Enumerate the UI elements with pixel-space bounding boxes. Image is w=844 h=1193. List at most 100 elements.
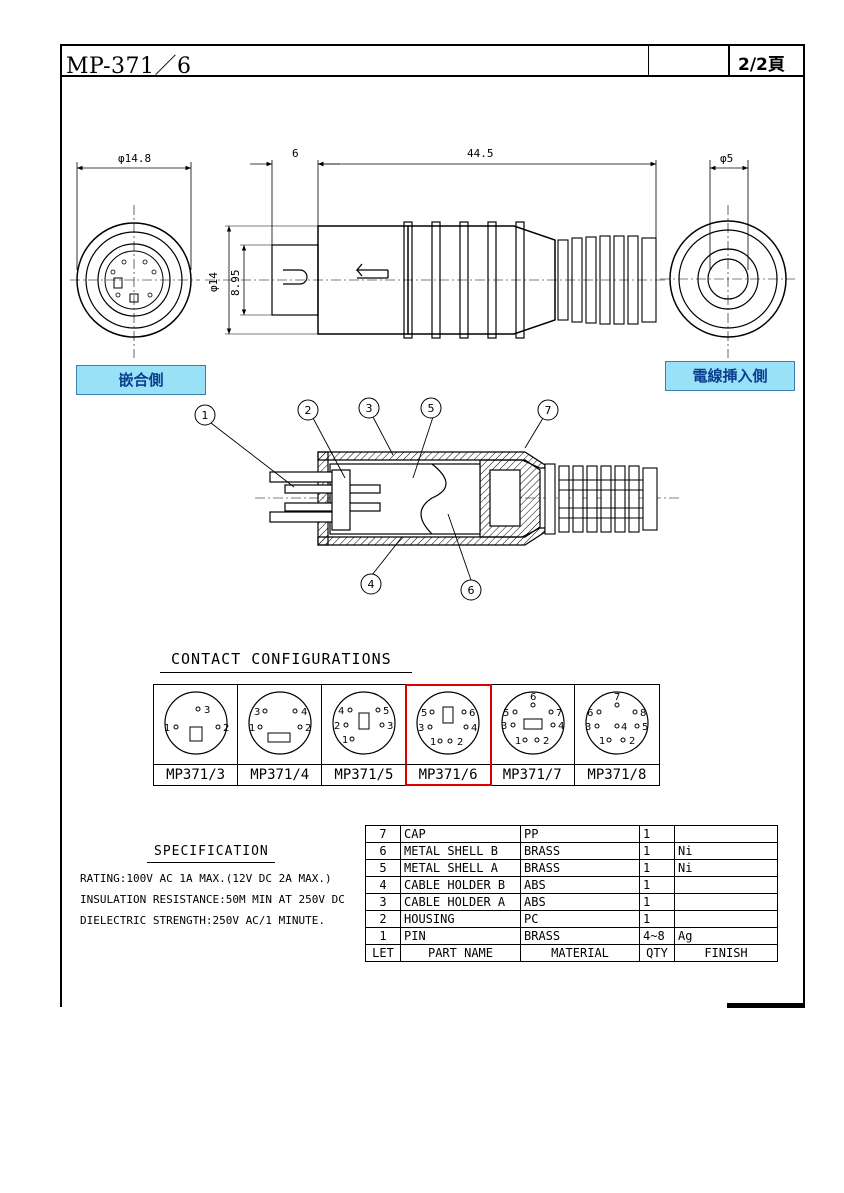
cell: 4 — [365, 876, 401, 894]
cell: ABS — [520, 876, 640, 894]
side-view — [205, 160, 665, 339]
cell: METAL SHELL A — [400, 859, 521, 877]
svg-text:1: 1 — [164, 723, 170, 734]
callout-1 — [194, 404, 216, 426]
svg-text:6: 6 — [530, 692, 536, 703]
specification-title: SPECIFICATION — [154, 844, 269, 859]
cell — [674, 876, 778, 894]
mating-end-view — [70, 162, 200, 358]
column-header: PART NAME — [400, 944, 521, 962]
svg-text:1: 1 — [515, 736, 521, 747]
dim-diameter-14: φ14 — [207, 272, 220, 292]
callout-4 — [360, 573, 382, 595]
cell: 1 — [639, 842, 675, 860]
config-cell-mp371-4: 3 4 1 2 MP371/4 — [238, 685, 323, 785]
svg-text:4: 4 — [558, 721, 564, 732]
frame-corner-mark — [727, 1003, 805, 1008]
config-cell-mp371-5: 4 5 2 3 1 MP371/5 — [322, 685, 407, 785]
svg-text:6: 6 — [587, 708, 593, 719]
cell: 1 — [639, 910, 675, 928]
pin-diagram: 3 4 1 2 — [248, 691, 312, 755]
dim-length: 44.5 — [467, 147, 494, 160]
pin-diagram: 6 5 7 3 4 1 2 — [501, 691, 565, 755]
svg-text:2: 2 — [543, 736, 549, 747]
cell: CABLE HOLDER B — [400, 876, 521, 894]
callout-3 — [358, 397, 380, 419]
config-label: MP371/4 — [250, 767, 310, 783]
contact-configurations-title: CONTACT CONFIGURATIONS — [171, 650, 392, 668]
config-cell-mp371-7: 6 5 7 3 4 1 2 MP371/7 — [490, 685, 575, 785]
svg-text:3: 3 — [585, 722, 591, 733]
svg-text:7: 7 — [556, 708, 562, 719]
cell: 5 — [365, 859, 401, 877]
config-label: MP371/7 — [502, 767, 562, 783]
cell: BRASS — [520, 859, 640, 877]
column-header: QTY — [639, 944, 675, 962]
cell: CAP — [400, 825, 521, 843]
frame-border-right — [803, 77, 805, 1007]
cable-end-view — [660, 160, 795, 358]
cell: 1 — [365, 927, 401, 945]
config-label: MP371/3 — [166, 767, 226, 783]
title-underline — [147, 862, 275, 863]
title-divider — [648, 46, 649, 75]
column-header: FINISH — [674, 944, 778, 962]
svg-text:2: 2 — [305, 723, 311, 734]
title-divider — [728, 46, 730, 75]
dim-height: 8.95 — [229, 270, 242, 297]
divider — [574, 764, 659, 765]
cell — [674, 910, 778, 928]
divider — [238, 764, 322, 765]
svg-text:3: 3 — [204, 705, 210, 716]
svg-text:3: 3 — [501, 721, 507, 732]
svg-text:2: 2 — [223, 723, 229, 734]
cell: 1 — [639, 825, 675, 843]
svg-text:5: 5 — [503, 708, 509, 719]
dim-six: 6 — [292, 147, 299, 160]
cell: 7 — [365, 825, 401, 843]
callout-label: 4 — [368, 578, 375, 591]
spec-dielectric: DIELECTRIC STRENGTH:250V AC/1 MINUTE. — [80, 914, 326, 927]
divider — [154, 764, 238, 765]
title-underline — [160, 672, 412, 673]
spec-rating: RATING:100V AC 1A MAX.(12V DC 2A MAX.) — [80, 872, 332, 885]
cell: 2 — [365, 910, 401, 928]
cell: ABS — [520, 893, 640, 911]
config-label: MP371/5 — [334, 767, 394, 783]
svg-text:7: 7 — [614, 692, 620, 703]
cable-insert-side-label: 電線挿入側 — [665, 361, 795, 391]
callout-label: 5 — [428, 402, 435, 415]
divider — [322, 764, 406, 765]
svg-text:4: 4 — [471, 723, 477, 734]
svg-text:2: 2 — [334, 721, 340, 732]
divider — [406, 764, 490, 765]
dim-left-diameter: φ14.8 — [118, 152, 151, 165]
svg-text:4: 4 — [338, 706, 344, 717]
cell: BRASS — [520, 842, 640, 860]
callout-2 — [297, 399, 319, 421]
config-cell-mp371-8: 7 6 8 3 4 5 1 2 MP371/8 — [574, 685, 659, 785]
svg-text:3: 3 — [254, 707, 260, 718]
callout-7 — [537, 399, 559, 421]
title-block: MP-371／6 2/2頁 — [60, 44, 805, 79]
cell — [674, 893, 778, 911]
svg-text:5: 5 — [642, 722, 648, 733]
svg-text:3: 3 — [387, 721, 393, 732]
svg-text:6: 6 — [469, 708, 475, 719]
svg-text:5: 5 — [421, 708, 427, 719]
svg-text:1: 1 — [599, 736, 605, 747]
contact-configurations-grid: 3 1 2 MP371/3 3 4 1 2 MP371/4 — [153, 684, 660, 786]
cell: Ni — [674, 859, 778, 877]
cell: 4~8 — [639, 927, 675, 945]
svg-text:2: 2 — [457, 737, 463, 748]
config-label: MP371/6 — [418, 767, 478, 783]
config-cell-mp371-6-highlighted: 5 6 3 4 1 2 MP371/6 — [405, 684, 492, 786]
pin-diagram: 3 1 2 — [164, 691, 229, 755]
cell — [674, 825, 778, 843]
mating-side-label: 嵌合側 — [76, 365, 206, 395]
callout-label: 6 — [468, 584, 475, 597]
